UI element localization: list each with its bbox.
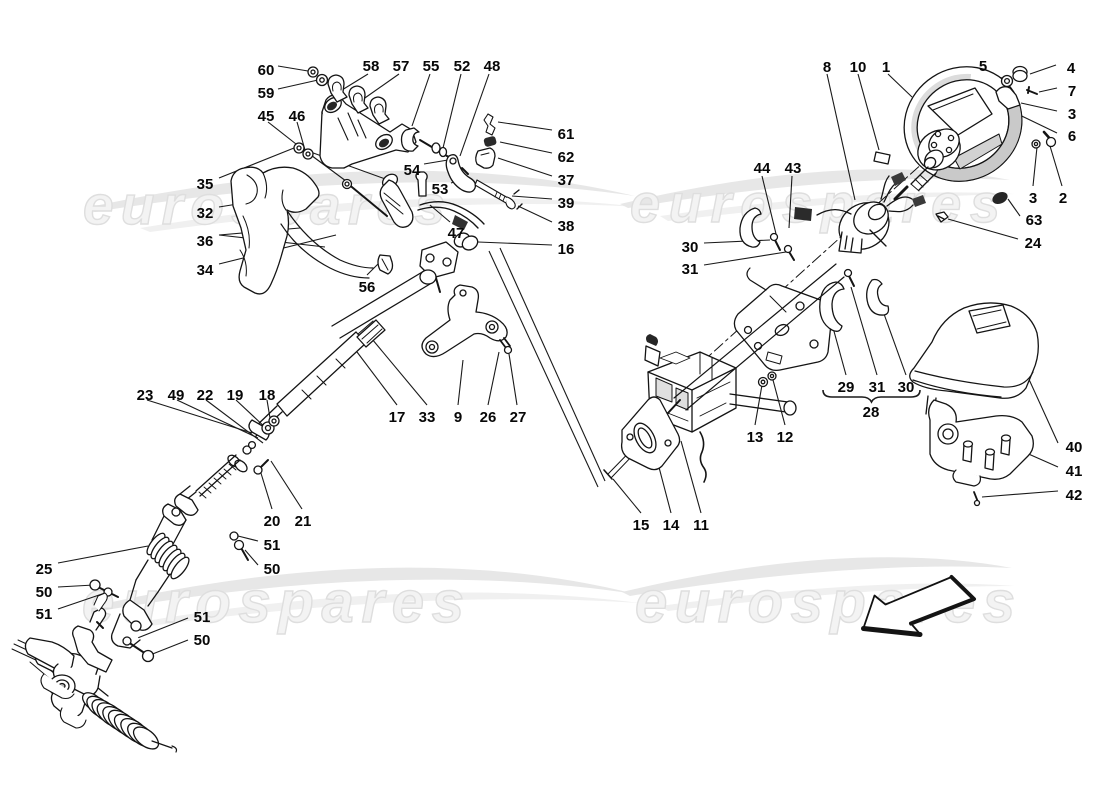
svg-text:30: 30 <box>898 379 915 396</box>
svg-text:47: 47 <box>448 225 465 242</box>
svg-text:37: 37 <box>558 172 575 189</box>
svg-text:35: 35 <box>197 176 214 193</box>
svg-text:15: 15 <box>633 517 650 534</box>
svg-text:63: 63 <box>1026 212 1043 229</box>
svg-text:31: 31 <box>869 379 886 396</box>
svg-text:34: 34 <box>197 262 214 279</box>
svg-text:23: 23 <box>137 387 154 404</box>
svg-text:2: 2 <box>1059 190 1067 207</box>
svg-text:22: 22 <box>197 387 214 404</box>
svg-text:21: 21 <box>295 513 312 530</box>
svg-text:38: 38 <box>558 218 575 235</box>
svg-text:50: 50 <box>36 584 53 601</box>
svg-text:57: 57 <box>393 58 410 75</box>
svg-text:6: 6 <box>1068 128 1076 145</box>
svg-text:18: 18 <box>259 387 276 404</box>
svg-text:8: 8 <box>823 59 831 76</box>
svg-text:16: 16 <box>558 241 575 258</box>
svg-text:26: 26 <box>480 409 497 426</box>
svg-text:5: 5 <box>979 58 987 75</box>
svg-text:32: 32 <box>197 205 214 222</box>
svg-text:31: 31 <box>682 261 699 278</box>
svg-text:49: 49 <box>168 387 185 404</box>
svg-text:25: 25 <box>36 561 53 578</box>
svg-text:51: 51 <box>264 537 281 554</box>
svg-text:9: 9 <box>454 409 462 426</box>
svg-text:46: 46 <box>289 108 306 125</box>
svg-text:29: 29 <box>838 379 855 396</box>
svg-text:53: 53 <box>432 181 449 198</box>
svg-text:39: 39 <box>558 195 575 212</box>
svg-text:20: 20 <box>264 513 281 530</box>
svg-text:10: 10 <box>850 59 867 76</box>
svg-text:19: 19 <box>227 387 244 404</box>
svg-text:1: 1 <box>882 59 890 76</box>
svg-text:55: 55 <box>423 58 440 75</box>
svg-text:43: 43 <box>785 160 802 177</box>
svg-text:24: 24 <box>1025 235 1042 252</box>
svg-text:41: 41 <box>1066 463 1083 480</box>
svg-text:51: 51 <box>36 606 53 623</box>
svg-text:14: 14 <box>663 517 680 534</box>
svg-text:45: 45 <box>258 108 275 125</box>
svg-text:11: 11 <box>693 517 709 534</box>
svg-text:36: 36 <box>197 233 214 250</box>
svg-text:7: 7 <box>1068 83 1076 100</box>
svg-text:13: 13 <box>747 429 764 446</box>
svg-text:42: 42 <box>1066 487 1083 504</box>
svg-text:58: 58 <box>363 58 380 75</box>
svg-text:51: 51 <box>194 609 211 626</box>
svg-text:33: 33 <box>419 409 436 426</box>
svg-text:27: 27 <box>510 409 527 426</box>
svg-text:3: 3 <box>1068 106 1076 123</box>
svg-text:44: 44 <box>754 160 771 177</box>
svg-text:56: 56 <box>359 279 376 296</box>
svg-text:28: 28 <box>863 404 880 421</box>
svg-text:30: 30 <box>682 239 699 256</box>
svg-text:50: 50 <box>264 561 281 578</box>
svg-text:62: 62 <box>558 149 575 166</box>
svg-text:61: 61 <box>558 126 575 143</box>
svg-text:3: 3 <box>1029 190 1037 207</box>
svg-text:59: 59 <box>258 85 275 102</box>
svg-text:17: 17 <box>389 409 406 426</box>
svg-text:48: 48 <box>484 58 501 75</box>
svg-text:50: 50 <box>194 632 211 649</box>
svg-text:12: 12 <box>777 429 794 446</box>
svg-text:54: 54 <box>404 162 421 179</box>
svg-text:52: 52 <box>454 58 471 75</box>
svg-text:60: 60 <box>258 62 275 79</box>
svg-text:4: 4 <box>1067 60 1076 77</box>
svg-text:40: 40 <box>1066 439 1083 456</box>
